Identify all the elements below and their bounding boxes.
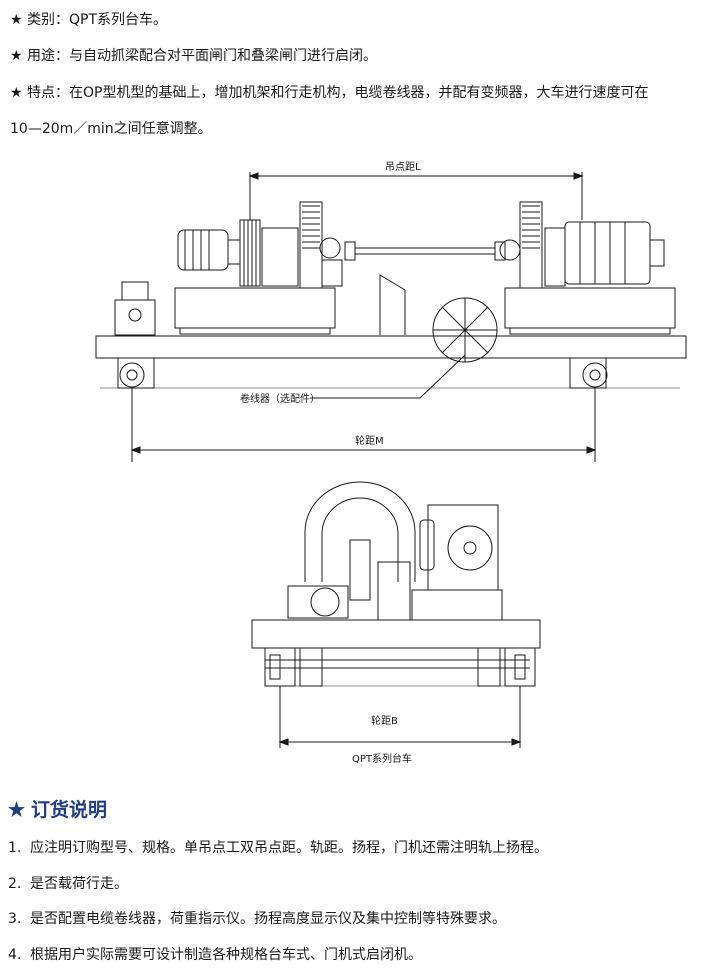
wheelbase-b-label: 轮距B <box>371 714 398 727</box>
order-item: 3.是否配置电缆卷线器，荷重指示仪。扬程高度显示仪及集中控制等特殊要求。 <box>8 911 506 927</box>
wheelbase-m-label: 轮距M <box>355 434 384 447</box>
spec-category: ★ 类别：QPT系列台车。 <box>10 12 168 28</box>
end-view: 轮距B QPT系列台车 <box>251 481 541 765</box>
order-item: 2.是否载荷行走。 <box>8 876 128 892</box>
order-item: 1.应注明订购型号、规格。单吊点工双吊点距。轨距。扬程，门机还需注明轨上扬程。 <box>8 840 548 856</box>
order-item: 4.根据用户实际需要可设计制造各种规格台车式、门机式启闭机。 <box>8 947 422 963</box>
lifting-distance-label: 吊点距L <box>385 161 421 173</box>
cable-reel-label: 卷线器（选配件） <box>240 392 320 405</box>
side-view: 吊点距L <box>95 161 687 462</box>
trolley-drawing: 吊点距L <box>95 161 687 765</box>
star-icon: ★ <box>8 799 26 821</box>
order-heading: ★订货说明 <box>8 799 108 821</box>
drawing-caption: QPT系列台车 <box>352 752 412 765</box>
spec-feature-line2: 10—20m／min之间任意调整。 <box>10 121 212 137</box>
spec-feature-line1: ★ 特点：在OP型机型的基础上，增加机架和行走机构，电缆卷线器，并配有变频器，大… <box>10 85 649 101</box>
spec-usage: ★ 用途：与自动抓梁配合对平面闸门和叠梁闸门进行启闭。 <box>10 48 377 64</box>
